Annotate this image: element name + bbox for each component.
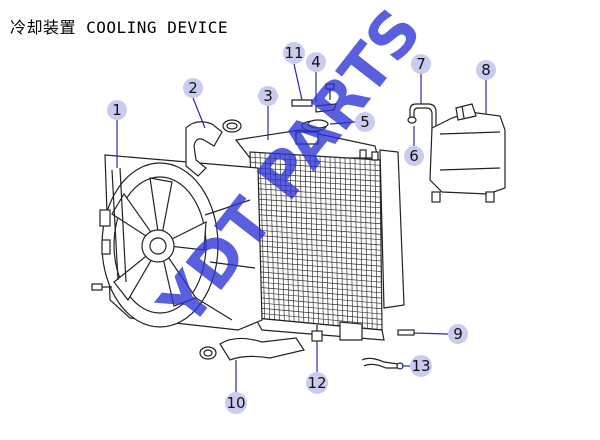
callout-label-10: 10 bbox=[226, 394, 245, 412]
callout-10: 10 bbox=[225, 392, 247, 414]
bolt-left bbox=[91, 283, 112, 291]
callout-label-4: 4 bbox=[311, 53, 321, 71]
callout-label-12: 12 bbox=[307, 374, 326, 392]
callout-9: 9 bbox=[448, 324, 468, 344]
callout-4: 4 bbox=[306, 52, 326, 72]
hose-clip bbox=[361, 357, 404, 370]
callout-label-11: 11 bbox=[284, 44, 303, 62]
callout-2: 2 bbox=[183, 78, 203, 98]
callout-label-7: 7 bbox=[416, 55, 426, 73]
fan-shroud-assembly bbox=[99, 154, 263, 331]
leader-lines bbox=[116, 63, 487, 392]
callout-label-3: 3 bbox=[263, 87, 273, 105]
callout-3: 3 bbox=[258, 86, 278, 106]
callout-label-9: 9 bbox=[453, 325, 463, 343]
callout-13: 13 bbox=[410, 355, 432, 377]
callout-7: 7 bbox=[411, 54, 431, 74]
callout-label-1: 1 bbox=[112, 101, 122, 119]
radiator bbox=[234, 120, 405, 341]
callout-label-2: 2 bbox=[188, 79, 198, 97]
callout-12: 12 bbox=[306, 372, 328, 394]
callout-label-6: 6 bbox=[409, 147, 419, 165]
lower-bracket bbox=[397, 329, 415, 336]
page-title: 冷却装置 COOLING DEVICE bbox=[10, 18, 228, 37]
callout-1: 1 bbox=[107, 100, 127, 120]
callout-11: 11 bbox=[283, 42, 305, 64]
coolant-reservoir bbox=[407, 103, 506, 203]
callout-5: 5 bbox=[355, 112, 375, 132]
lower-hose bbox=[199, 337, 305, 361]
callout-label-5: 5 bbox=[360, 113, 370, 131]
callout-label-13: 13 bbox=[411, 357, 430, 375]
upper-hose bbox=[185, 119, 242, 177]
cap-and-fittings bbox=[291, 83, 337, 129]
callout-8: 8 bbox=[476, 60, 496, 80]
callout-6: 6 bbox=[404, 146, 424, 166]
callout-label-8: 8 bbox=[481, 61, 491, 79]
